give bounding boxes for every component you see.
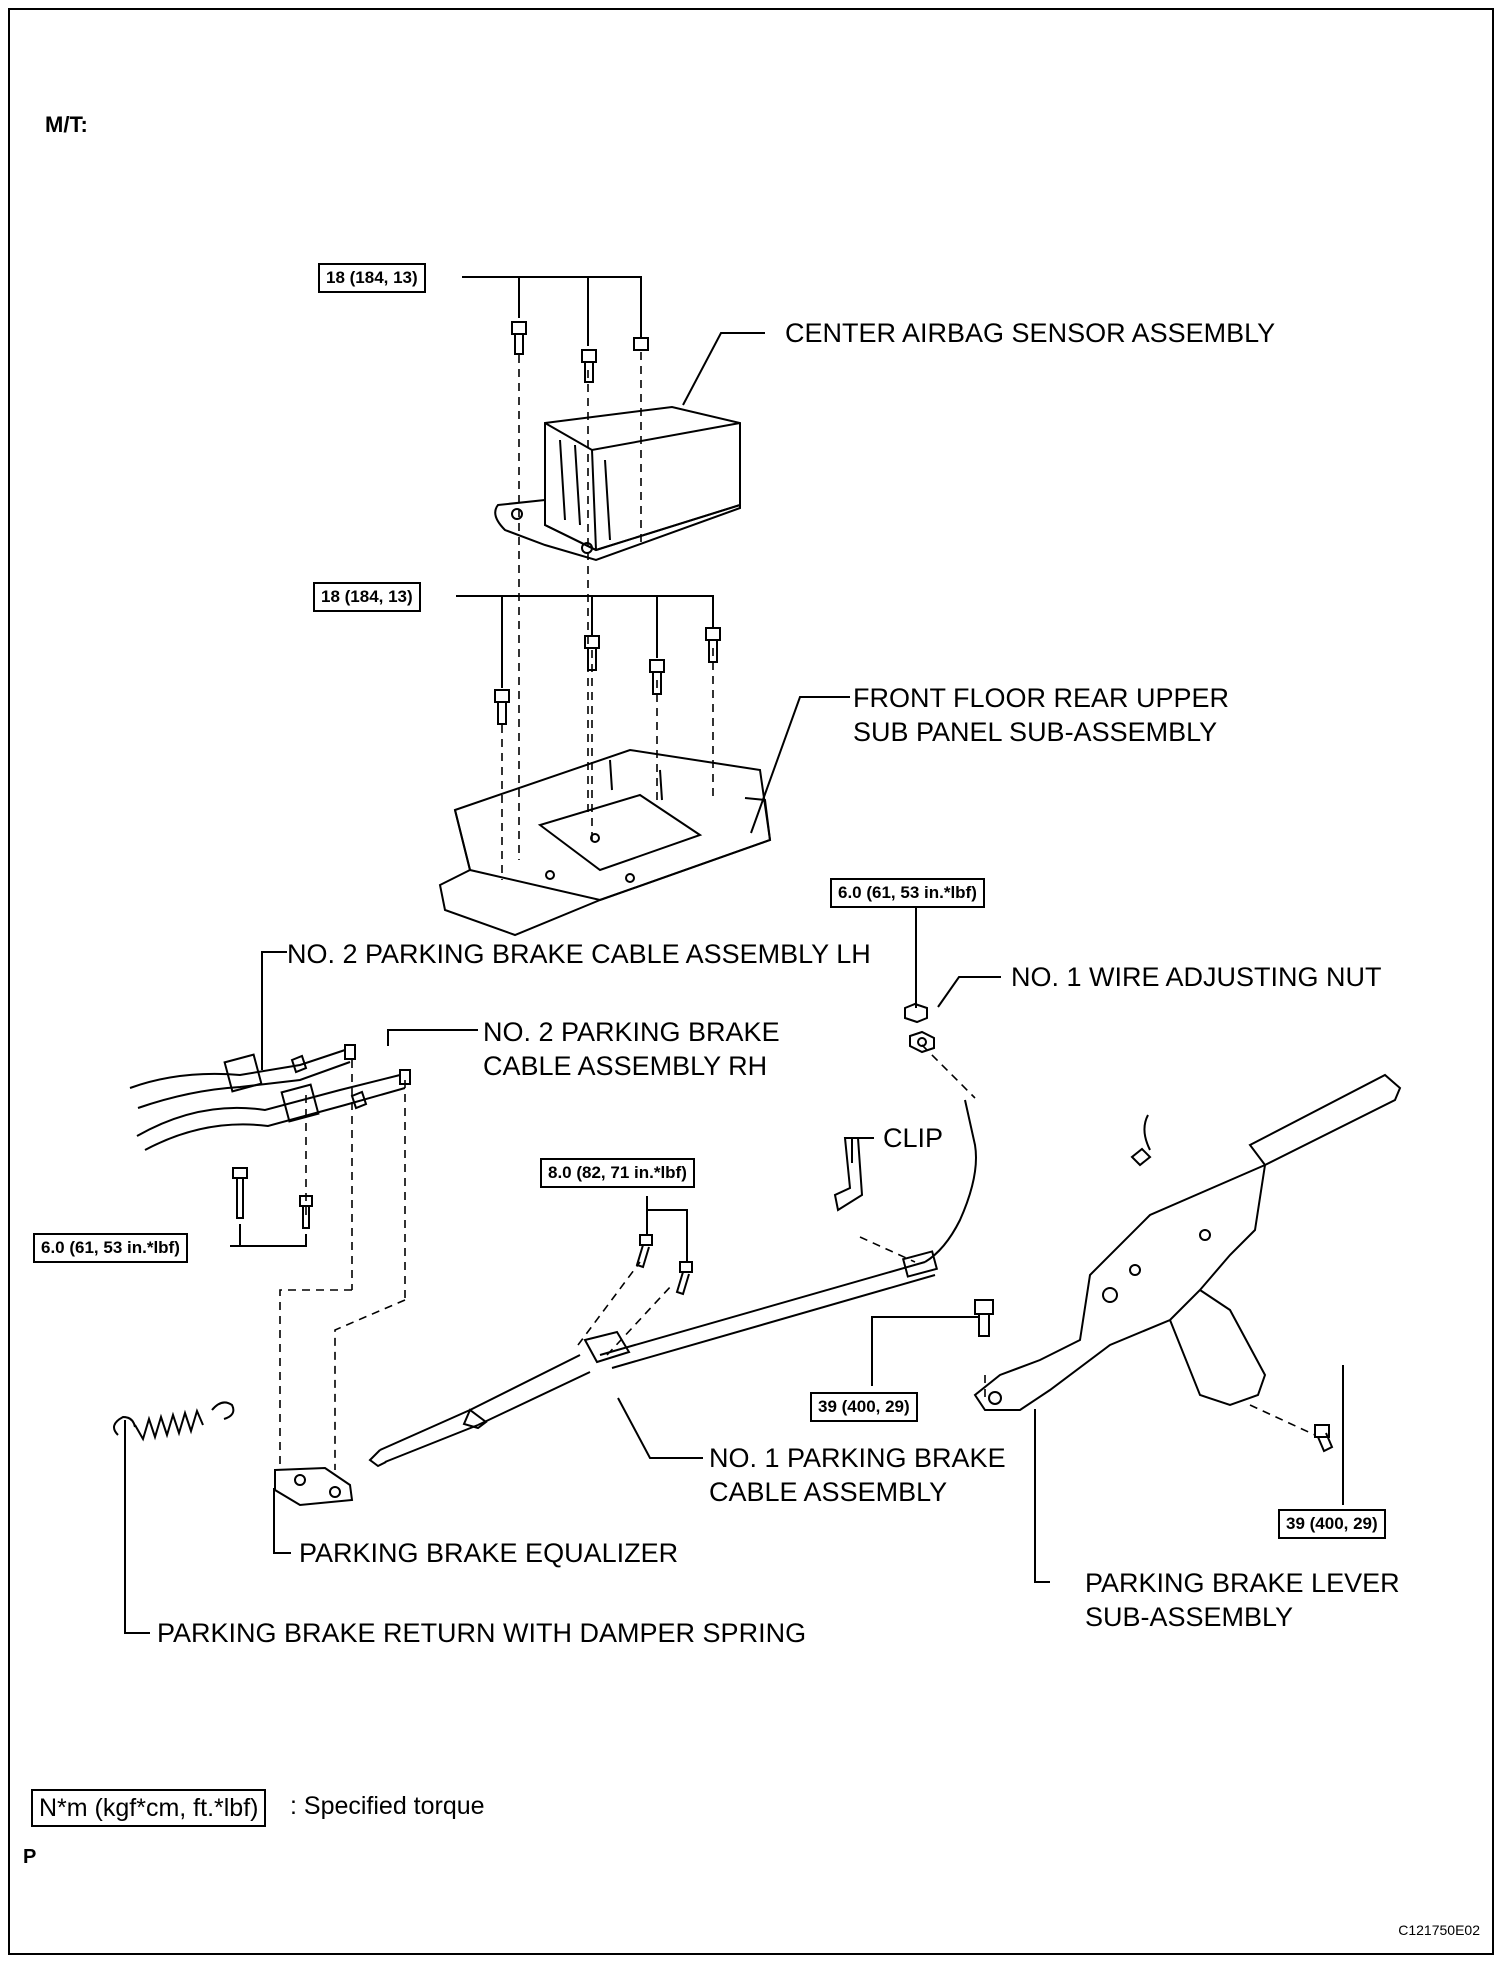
label-cable-rh: NO. 2 PARKING BRAKE CABLE ASSEMBLY RH — [483, 1015, 780, 1083]
equalizer-drawing — [274, 1466, 354, 1507]
label-clip: CLIP — [883, 1123, 944, 1153]
label-no1-cable-line1: NO. 1 PARKING BRAKE — [709, 1443, 1006, 1473]
page-marker: P — [23, 1846, 37, 1868]
torque-spec-lever-bolt-right: 39 (400, 29) — [1278, 1509, 1386, 1539]
transmission-type-label: M/T: — [45, 112, 88, 137]
torque-spec-cable-bolts: 6.0 (61, 53 in.*lbf) — [33, 1233, 188, 1263]
dashed-lines — [279, 352, 1316, 1470]
legend-unit-box: N*m (kgf*cm, ft.*lbf) — [31, 1789, 267, 1827]
label-wire-adjusting-nut: NO. 1 WIRE ADJUSTING NUT — [1011, 962, 1382, 992]
legend-description: : Specified torque — [290, 1792, 485, 1820]
label-lever-line1: PARKING BRAKE LEVER — [1085, 1568, 1400, 1598]
no2-cables-drawing — [129, 1044, 411, 1229]
torque-spec-panel-bolts: 18 (184, 13) — [313, 582, 421, 612]
label-equalizer: PARKING BRAKE EQUALIZER — [299, 1538, 679, 1568]
label-cable-rh-line1: NO. 2 PARKING BRAKE — [483, 1017, 780, 1047]
part-leaders — [124, 332, 1050, 1634]
torque-spec-wire-nut: 6.0 (61, 53 in.*lbf) — [830, 878, 985, 908]
figure-code: C121750E02 — [1398, 1922, 1480, 1938]
label-cable-rh-line2: CABLE ASSEMBLY RH — [483, 1051, 768, 1081]
no1-cable-drawing — [368, 1002, 977, 1468]
torque-spec-no1-cable-bolts: 8.0 (82, 71 in.*lbf) — [540, 1158, 695, 1188]
torque-spec-airbag-bolts: 18 (184, 13) — [318, 263, 426, 293]
label-no1-cable-line2: CABLE ASSEMBLY — [709, 1477, 948, 1507]
label-return-spring: PARKING BRAKE RETURN WITH DAMPER SPRING — [157, 1618, 807, 1648]
torque-spec-lever-bolt-center: 39 (400, 29) — [810, 1392, 918, 1422]
label-no1-cable: NO. 1 PARKING BRAKE CABLE ASSEMBLY — [709, 1441, 1006, 1509]
label-center-airbag-sensor: CENTER AIRBAG SENSOR ASSEMBLY — [785, 318, 1276, 348]
label-lever-line2: SUB-ASSEMBLY — [1085, 1602, 1294, 1632]
label-front-floor-panel-line1: FRONT FLOOR REAR UPPER — [853, 683, 1230, 713]
clip-drawing — [833, 1137, 864, 1212]
label-cable-lh: NO. 2 PARKING BRAKE CABLE ASSEMBLY LH — [287, 939, 871, 969]
diagram-frame — [8, 8, 1494, 1955]
label-lever: PARKING BRAKE LEVER SUB-ASSEMBLY — [1085, 1566, 1400, 1634]
center-airbag-sensor-drawing — [494, 321, 741, 562]
label-front-floor-panel: FRONT FLOOR REAR UPPER SUB PANEL SUB-ASS… — [853, 681, 1229, 749]
front-floor-panel-drawing — [438, 627, 772, 937]
return-spring-drawing — [113, 1401, 235, 1442]
lever-drawing — [973, 1073, 1402, 1453]
torque-leaders — [230, 276, 1344, 1505]
label-front-floor-panel-line2: SUB PANEL SUB-ASSEMBLY — [853, 717, 1218, 747]
